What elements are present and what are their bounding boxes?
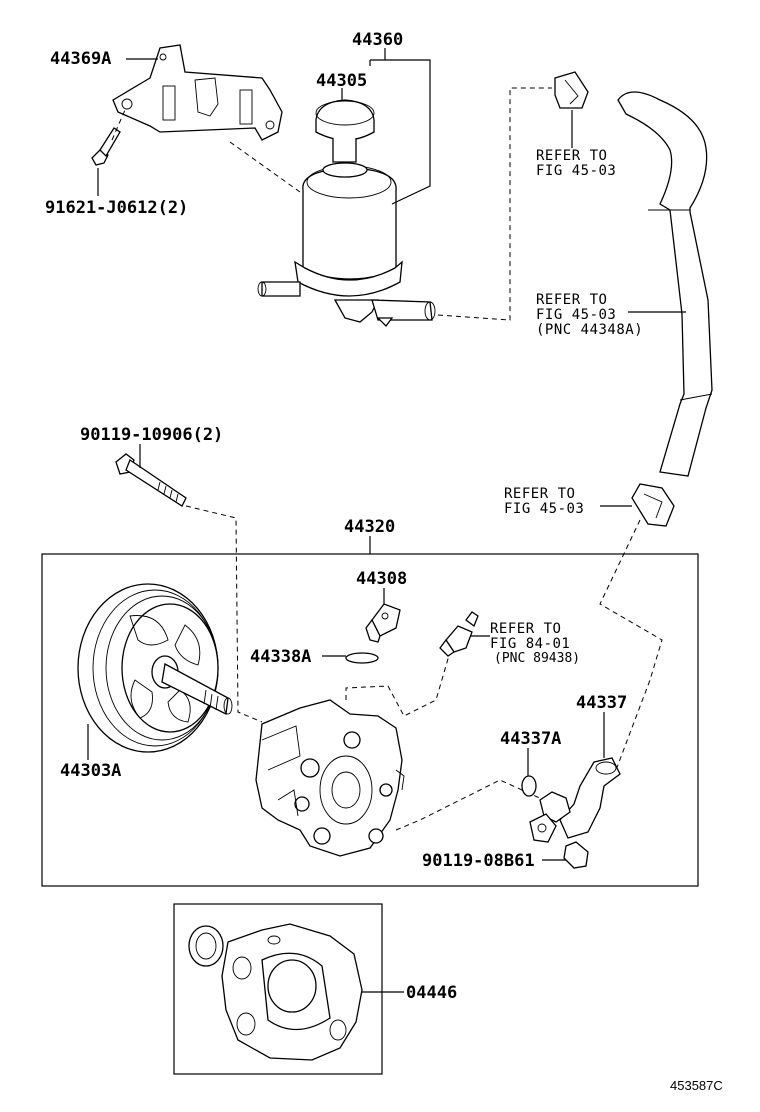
label-44337: 44337 xyxy=(576,693,627,713)
refer-text-4-line3: (PNC 89438) xyxy=(494,651,580,666)
refer-text-4-line2: FIG 84-01 xyxy=(490,636,570,652)
label-90119-10906: 90119-10906(2) xyxy=(80,425,223,445)
bolt-90119-10906 xyxy=(115,453,187,507)
hose-clamp-bottom xyxy=(631,483,675,527)
label-04446: 04446 xyxy=(406,983,457,1003)
label-90119-08B61: 90119-08B61 xyxy=(422,851,535,871)
union-fitting-44337 xyxy=(529,757,621,843)
reservoir-tank-44360 xyxy=(257,165,436,327)
refer-text-2-line2: FIG 45-03 xyxy=(536,307,616,323)
label-44303A: 44303A xyxy=(60,761,121,781)
assembly-box-44320 xyxy=(41,553,699,887)
gasket-kit-box xyxy=(173,903,383,1075)
refer-text-1-line1: REFER TO xyxy=(536,148,607,164)
refer-text-2-line1: REFER TO xyxy=(536,292,607,308)
gasket-kit-04446 xyxy=(188,923,363,1061)
refer-text-4-line1: REFER TO xyxy=(490,621,561,637)
reservoir-cap-44305 xyxy=(315,99,375,178)
label-44337A: 44337A xyxy=(500,729,561,749)
label-44369A: 44369A xyxy=(50,49,111,69)
pressure-switch xyxy=(439,611,479,657)
o-ring-44338A xyxy=(345,652,379,664)
refer-text-1-line2: FIG 45-03 xyxy=(536,163,616,179)
label-44320: 44320 xyxy=(344,517,395,537)
refer-text-3-line1: REFER TO xyxy=(504,486,575,502)
label-91621-J0612: 91621-J0612(2) xyxy=(45,198,188,218)
gasket-44337A xyxy=(521,775,537,797)
label-44360: 44360 xyxy=(352,30,403,50)
refer-text-3-line2: FIG 45-03 xyxy=(504,501,584,517)
bolt-90119-08B61 xyxy=(563,841,589,869)
bolt-91621-J0612 xyxy=(91,127,121,166)
label-44338A: 44338A xyxy=(250,647,311,667)
flow-control-valve-44308 xyxy=(365,603,401,643)
figure-number: 453587C xyxy=(670,1078,723,1093)
refer-text-2-line3: (PNC 44348A) xyxy=(536,322,643,338)
return-hose xyxy=(617,91,713,477)
label-44308: 44308 xyxy=(356,569,407,589)
pump-body xyxy=(255,699,405,857)
hose-clamp-top xyxy=(554,71,589,109)
pulley-44303A xyxy=(77,583,233,753)
label-44305: 44305 xyxy=(316,71,367,91)
bracket-44369A xyxy=(112,44,283,141)
